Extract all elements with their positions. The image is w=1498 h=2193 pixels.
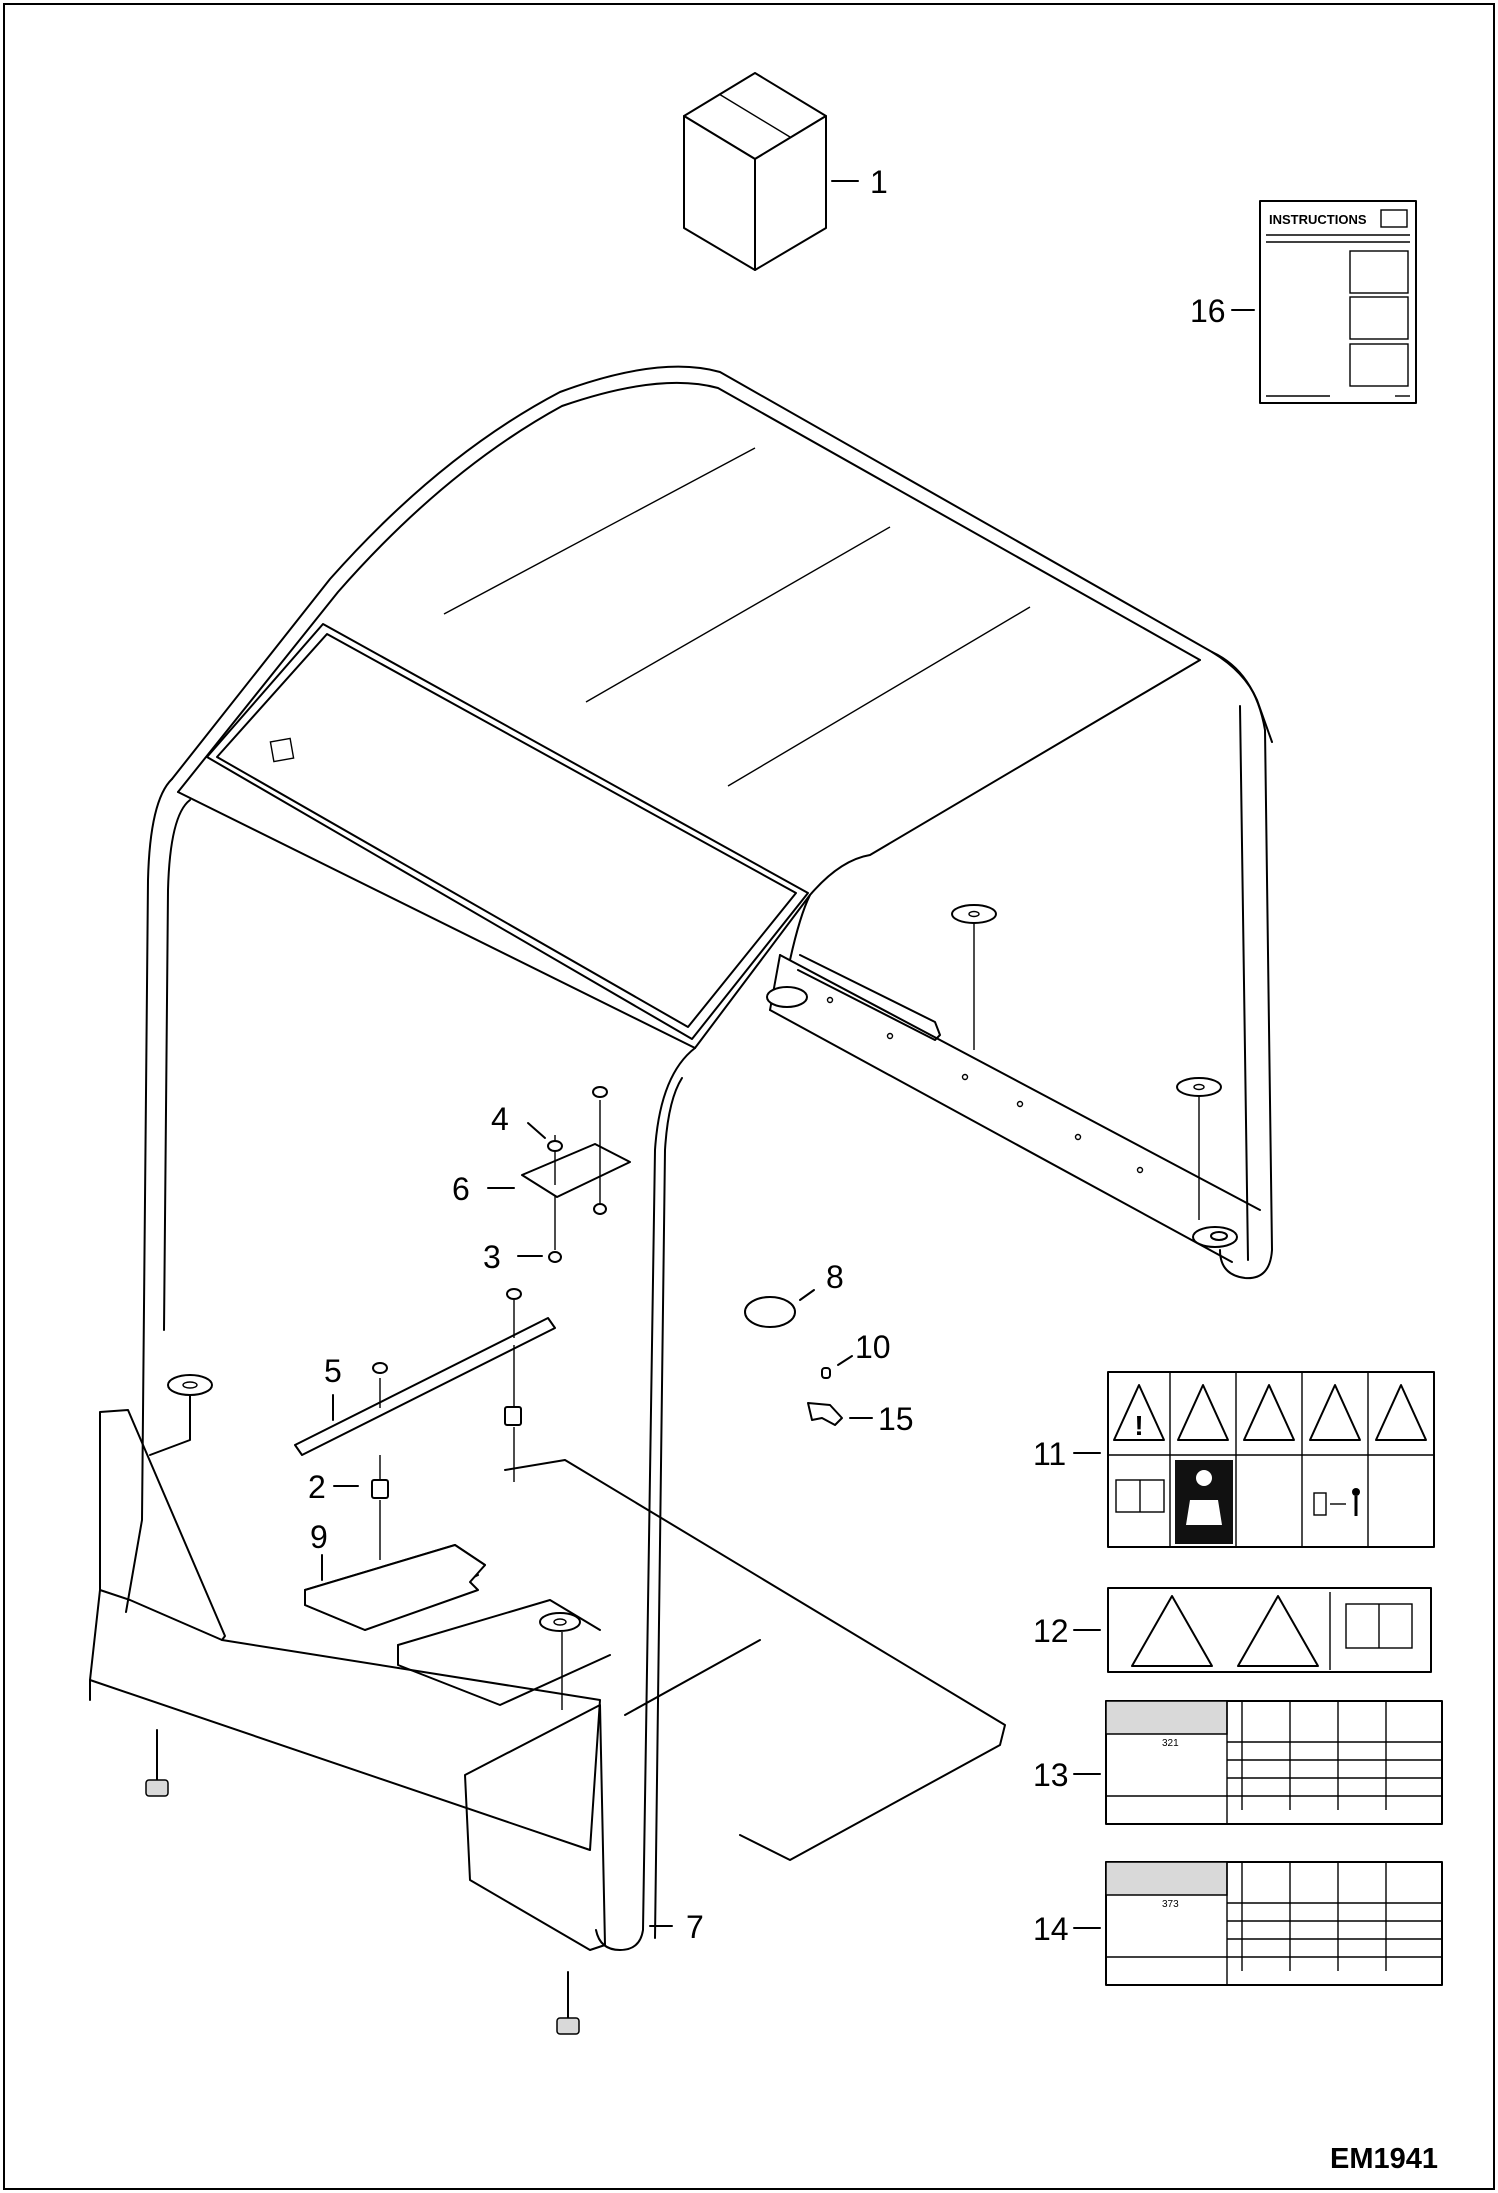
part-1-box bbox=[683, 72, 859, 271]
part-6-plate bbox=[487, 1100, 631, 1250]
callout-13: 13 bbox=[1033, 1757, 1069, 1793]
callout-9: 9 bbox=[310, 1519, 328, 1555]
part-13-decal: 321 bbox=[1073, 1700, 1443, 1825]
decal-13-number: 321 bbox=[1162, 1738, 1179, 1749]
callout-15: 15 bbox=[878, 1401, 914, 1437]
callout-6: 6 bbox=[452, 1171, 470, 1207]
instructions-label: INSTRUCTIONS bbox=[1269, 212, 1367, 227]
drawing-border bbox=[3, 3, 1495, 2190]
part-4-screw bbox=[527, 1086, 608, 1152]
part-16-instructions: INSTRUCTIONS bbox=[1231, 200, 1417, 404]
part-15-clip bbox=[807, 1402, 873, 1426]
callout-8: 8 bbox=[826, 1259, 844, 1295]
drawing-code: EM1941 bbox=[1330, 2143, 1438, 2175]
callout-11: 11 bbox=[1033, 1436, 1066, 1472]
callout-7: 7 bbox=[686, 1909, 704, 1945]
callout-16: 16 bbox=[1190, 293, 1226, 329]
callout-3: 3 bbox=[483, 1239, 501, 1275]
part-9-mat bbox=[304, 1544, 486, 1631]
callout-4: 4 bbox=[491, 1101, 509, 1137]
callout-14: 14 bbox=[1033, 1911, 1069, 1947]
part-11-decal: ! bbox=[1073, 1371, 1435, 1548]
part-12-decal bbox=[1073, 1587, 1432, 1673]
callout-1: 1 bbox=[870, 164, 888, 200]
callout-12: 12 bbox=[1033, 1613, 1069, 1649]
callout-5: 5 bbox=[324, 1353, 342, 1389]
svg-text:!: ! bbox=[1134, 1410, 1143, 1441]
part-8-cap bbox=[744, 1289, 815, 1328]
part-10-plug bbox=[821, 1355, 853, 1379]
callout-2: 2 bbox=[308, 1469, 326, 1505]
decal-14-number: 373 bbox=[1162, 1899, 1179, 1910]
callout-10: 10 bbox=[855, 1329, 891, 1365]
part-5-strip bbox=[294, 1288, 556, 1456]
part-2-spacer bbox=[333, 1345, 522, 1560]
part-14-decal: 373 bbox=[1073, 1861, 1443, 1986]
part-3-nut bbox=[517, 1203, 607, 1263]
part-7-canopy bbox=[89, 365, 1273, 2035]
